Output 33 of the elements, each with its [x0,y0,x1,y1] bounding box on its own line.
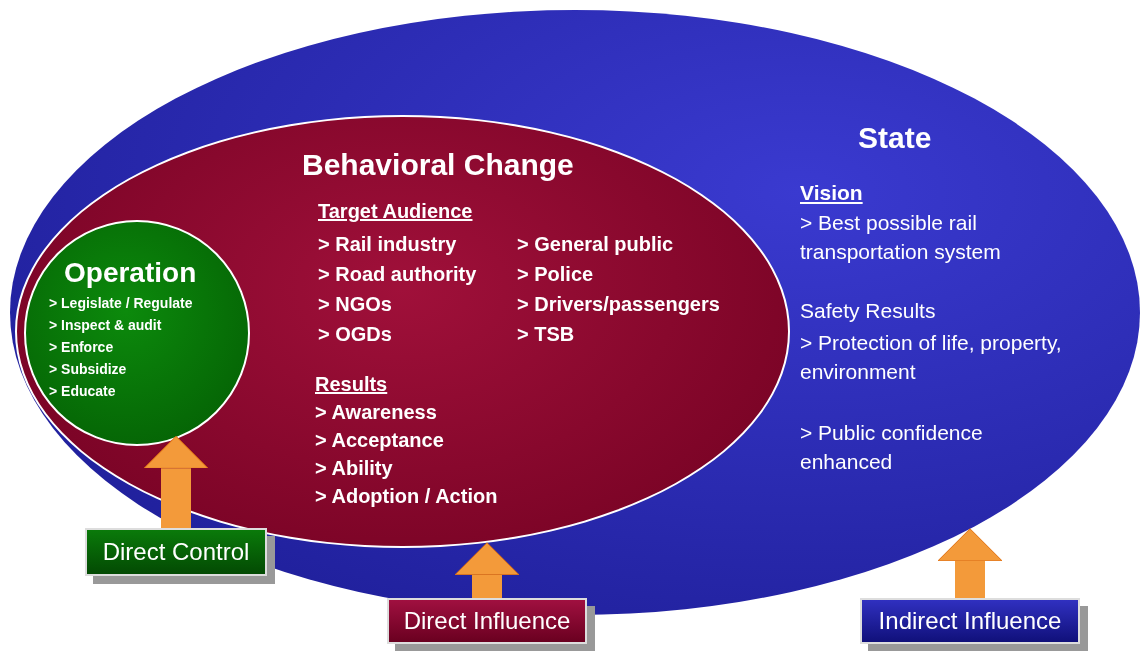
list-item: > Ability [315,456,393,480]
item-text: > Best possible rail transportation system [800,210,1002,266]
subheading: Results [315,372,388,396]
list-item: > Enforce [49,339,114,356]
list-item: > Police [517,262,594,286]
block-arrow [454,542,520,598]
list-item: > Rail industry [318,232,457,256]
heading: Behavioral Change [302,147,574,183]
heading: State [858,120,932,156]
box-label: Indirect Influence [878,607,1062,635]
list-item: > Educate [49,383,116,400]
item-text: Safety Results [800,298,936,324]
list-item: > TSB [517,322,575,346]
list-item: > Adoption / Action [315,484,498,508]
list-item: > General public [517,232,674,256]
item-text: > Protection of life, property, environment [800,330,1063,386]
list-item: > Road authority [318,262,477,286]
subheading: Vision [800,180,863,206]
block-arrow [937,528,1003,598]
box-label: Direct Control [102,538,250,566]
heading: Operation [64,256,197,290]
box-label: Direct Influence [403,607,571,635]
list-item: > Awareness [315,400,437,424]
block-arrow [143,435,209,528]
subheading: Target Audience [318,199,473,223]
list-item: > NGOs [318,292,392,316]
item-text: > Public confidence enhanced [800,420,984,476]
list-item: > Drivers/passengers [517,292,720,316]
list-item: > Acceptance [315,428,444,452]
list-item: > Subsidize [49,361,127,378]
list-item: > OGDs [318,322,392,346]
list-item: > Legislate / Regulate [49,295,193,312]
list-item: > Inspect & audit [49,317,162,334]
